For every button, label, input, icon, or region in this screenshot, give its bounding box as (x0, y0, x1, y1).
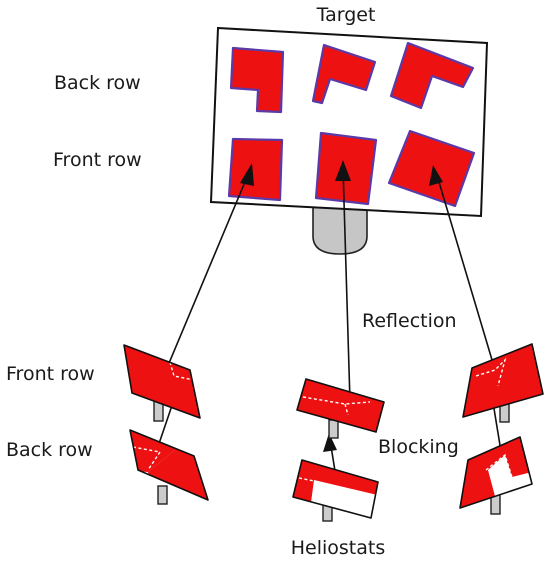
target-image-front-right (387, 129, 476, 208)
heliostat-back-middle (292, 459, 379, 522)
target-image-front-left (227, 137, 284, 202)
target-image-grid (227, 41, 476, 208)
reflection-ray-left (149, 163, 254, 471)
front-row-label-bottom: Front row (6, 363, 95, 385)
back-row-label-top: Back row (54, 72, 141, 94)
heliostat-front-middle (296, 378, 385, 439)
target-label: Target (316, 4, 376, 26)
reflection-label: Reflection (362, 310, 457, 332)
blocking-label: Blocking (378, 436, 459, 458)
target-image-back-right (389, 41, 475, 110)
heliostat-back-left (129, 429, 209, 505)
tower (312, 205, 368, 255)
target-image-back-middle (311, 43, 377, 105)
heliostats-label: Heliostats (291, 537, 386, 559)
heliostat-front-right (462, 343, 544, 423)
back-row-label-bottom: Back row (6, 439, 93, 461)
target-image-back-left (229, 46, 285, 114)
heliostat-front-left (123, 344, 201, 422)
front-row-label-top: Front row (53, 149, 142, 171)
